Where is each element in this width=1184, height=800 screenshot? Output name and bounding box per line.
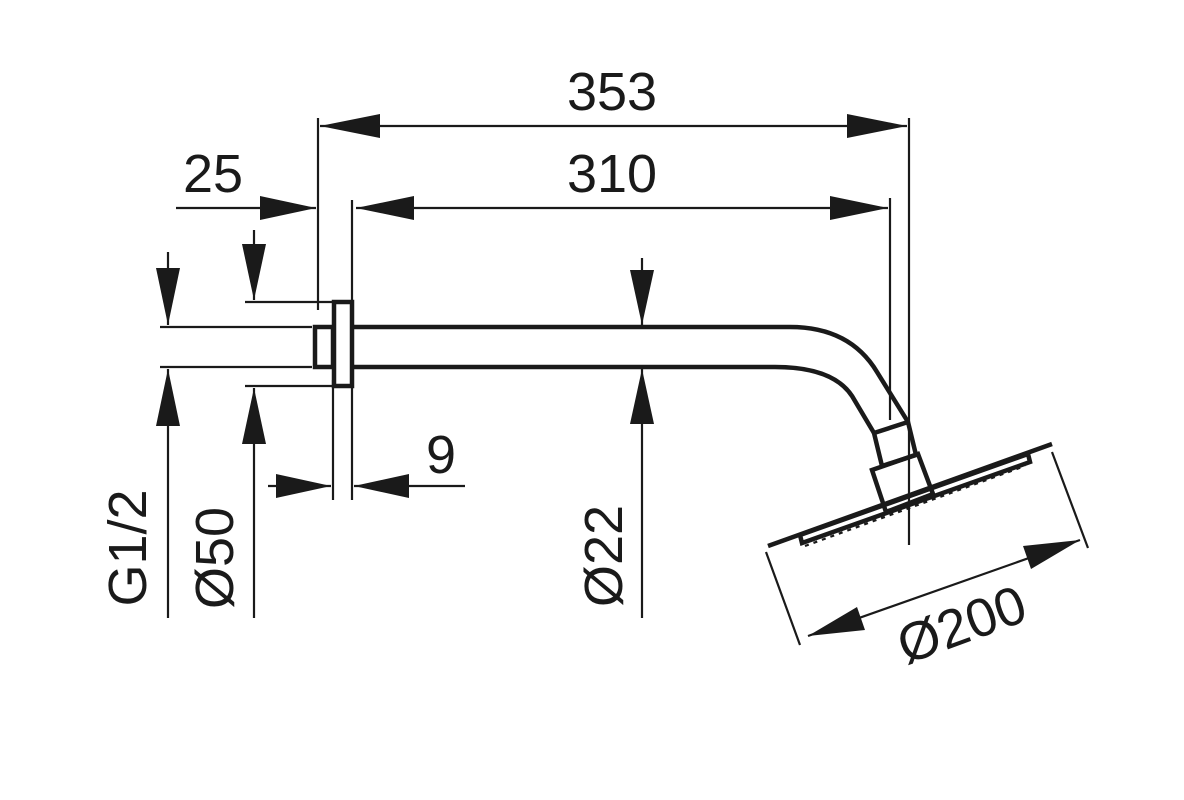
shower-head: [767, 441, 1053, 549]
head-body: [797, 451, 1033, 546]
arrow-head-bottom: [630, 369, 654, 424]
extension-line-right: [1050, 451, 1090, 549]
arrow-head-right: [354, 474, 409, 498]
dimension-label-25: 25: [183, 144, 243, 204]
dimension-9: 9: [268, 380, 465, 500]
dimension-label-head-diameter: Ø200: [890, 574, 1035, 676]
dimension-flange-diameter: Ø50: [185, 230, 332, 618]
dimension-25: 25: [176, 144, 354, 500]
arrow-head-left: [320, 114, 380, 138]
arm-bottom-edge: [352, 364, 876, 435]
dimension-label-flange-diameter: Ø50: [185, 507, 245, 609]
thread-stub: [312, 324, 336, 370]
nozzle-strip: [804, 464, 1026, 548]
dimension-label-thread: G1/2: [98, 489, 158, 606]
dimension-label-310: 310: [567, 144, 657, 204]
dimension-label-9: 9: [426, 425, 456, 485]
extension-line-left: [764, 551, 802, 646]
dimension-353: 353: [316, 62, 911, 545]
arrow-head-left: [808, 607, 865, 636]
arrow-head-right: [830, 196, 888, 220]
shower-arm: [312, 299, 936, 515]
dimension-310: 310: [356, 144, 892, 420]
arrow-head-top: [242, 244, 266, 300]
arrow-head-right: [260, 196, 316, 220]
dimension-arm-diameter: Ø22: [574, 258, 654, 618]
arrow-head-top: [156, 268, 180, 325]
dimension-label-arm-diameter: Ø22: [574, 505, 634, 607]
dimension-head-diameter: Ø200: [764, 451, 1090, 676]
arrow-head-right: [847, 114, 907, 138]
arrow-head-right: [1023, 540, 1080, 569]
arrow-head-top: [630, 270, 654, 325]
dimension-label-353: 353: [567, 62, 657, 122]
arrow-head-bottom: [242, 388, 266, 444]
arrow-head-left: [356, 196, 414, 220]
dimension-thread: G1/2: [98, 252, 312, 618]
wall-flange: [331, 299, 355, 389]
ball-joint: [869, 451, 936, 515]
arrow-head-bottom: [156, 369, 180, 426]
arrow-head-left: [276, 474, 331, 498]
arm-top-edge: [352, 324, 910, 424]
